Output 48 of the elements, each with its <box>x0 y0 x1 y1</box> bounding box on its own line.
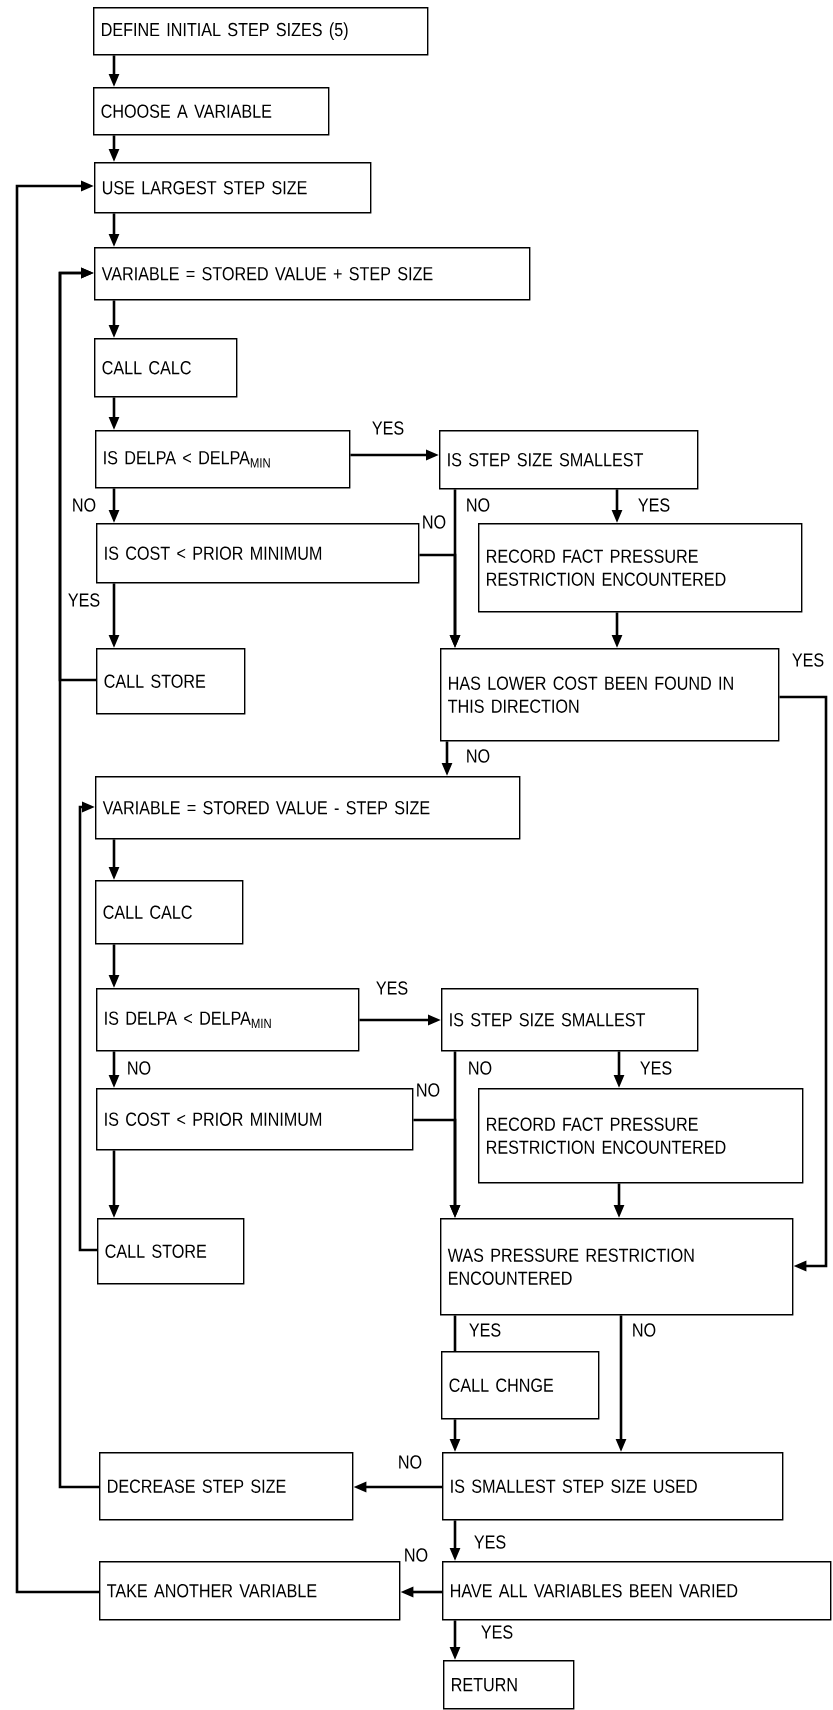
process-box: CALL CALC <box>95 880 244 945</box>
process-box: VARIABLE = STORED VALUE - STEP SIZE <box>95 776 521 840</box>
process-box: RECORD FACT PRESSURE RESTRICTION ENCOUNTERED <box>478 1088 804 1184</box>
edge-label: YES <box>370 420 406 436</box>
process-box: HAVE ALL VARIABLES BEEN VARIED <box>442 1561 832 1621</box>
process-box: CALL CHNGE <box>441 1351 600 1420</box>
edge-label: NO <box>466 1060 494 1076</box>
process-box: DEFINE INITIAL STEP SIZES (5) <box>93 7 429 56</box>
process-box: CALL STORE <box>97 1218 245 1285</box>
arrow <box>779 695 828 1272</box>
edge-label: NO <box>125 1060 153 1076</box>
process-box: CALL CALC <box>94 338 238 398</box>
arrow <box>15 180 99 1594</box>
process-box: RETURN <box>443 1660 575 1710</box>
process-box: CHOOSE A VARIABLE <box>93 87 330 136</box>
edge-label: NO <box>414 1082 442 1098</box>
process-box: IS STEP SIZE SMALLEST <box>439 430 699 490</box>
edge-label: YES <box>467 1322 503 1338</box>
process-box: IS COST < PRIOR MINIMUM <box>96 1088 414 1151</box>
edge-label: NO <box>396 1454 424 1470</box>
process-box: IS STEP SIZE SMALLEST <box>441 988 699 1052</box>
process-box: DECREASE STEP SIZE <box>99 1452 354 1521</box>
process-box: TAKE ANOTHER VARIABLE <box>99 1561 401 1621</box>
arrow <box>78 801 97 1252</box>
edge-label: NO <box>464 748 492 764</box>
edge-label: NO <box>402 1547 430 1563</box>
edge-label: YES <box>638 1060 674 1076</box>
process-box: IS SMALLEST STEP SIZE USED <box>442 1452 784 1521</box>
process-box: USE LARGEST STEP SIZE <box>94 162 372 214</box>
process-box: HAS LOWER COST BEEN FOUND IN THIS DIRECTION <box>440 648 780 742</box>
edge-label: YES <box>66 592 102 608</box>
arrow <box>58 267 99 1489</box>
edge-label: YES <box>790 652 826 668</box>
edge-label: YES <box>479 1624 515 1640</box>
edge-label: NO <box>70 497 98 513</box>
process-box: WAS PRESSURE RESTRICTION ENCOUNTERED <box>440 1218 794 1316</box>
process-box: VARIABLE = STORED VALUE + STEP SIZE <box>94 247 531 301</box>
process-box: CALL STORE <box>96 648 246 715</box>
edge-label: YES <box>374 980 410 996</box>
process-box: IS DELPA < DELPA$_{MIN}$ <box>96 988 360 1052</box>
process-box: IS DELPA < DELPA$_{MIN}$ <box>95 430 351 489</box>
edge-label: NO <box>464 497 492 513</box>
edge-label: NO <box>630 1322 658 1338</box>
edge-label: YES <box>472 1534 508 1550</box>
process-box: IS COST < PRIOR MINIMUM <box>96 523 420 584</box>
edge-label: YES <box>636 497 672 513</box>
process-box: RECORD FACT PRESSURE RESTRICTION ENCOUNTERED <box>478 523 803 613</box>
edge-label: NO <box>420 514 448 530</box>
